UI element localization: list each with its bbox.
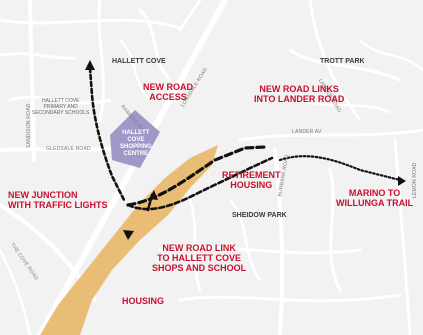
road-gledsdale: GLEDSALE ROAD [46,146,91,152]
shopping-centre-area [110,110,160,168]
arrow-trail-east [398,176,406,186]
arrow-retirement-up [149,190,158,200]
route-lines [88,66,402,212]
annotation-line: NEW ROAD LINKS [259,84,339,94]
shopping-centre-line: HALLETT [122,130,150,136]
annotation-retirement-housing: RETIREMENT HOUSING [222,170,281,190]
annotation-new-road-links: NEW ROAD LINKS INTO LANDER ROAD [254,84,344,104]
shopping-centre-label: HALLETT COVE SHOPPING CENTRE [120,130,152,158]
place-hallett-cove: HALLETT COVE [112,58,166,65]
annotation-line: SHOPS AND SCHOOL [152,263,247,273]
annotation-line: HOUSING [230,180,273,190]
annotation-line: MARINO TO [348,188,401,198]
annotation-line: INTO LANDER ROAD [254,94,345,104]
annotation-new-road-link-shops: NEW ROAD LINK TO HALLETT COVE SHOPS AND … [152,243,246,273]
housing-development-zone [40,145,218,335]
annotation-line: NEW ROAD LINK [162,243,236,253]
place-sheidow-park: SHEIDOW PARK [232,212,287,219]
arrow-north [85,60,95,70]
shopping-centre-line: SHOPPING [120,144,152,150]
marino-willunga-trail [278,155,402,182]
schools-label: HALLETT COVE PRIMARY AND SECONDARY SCHOO… [32,98,89,116]
schools-line: PRIMARY AND [43,104,78,110]
annotation-line: TO HALLETT COVE [157,253,242,263]
annotation-housing: HOUSING [122,296,165,306]
annotation-marino-willunga-trail: MARINO TO WILLUNGA TRAIL [336,188,413,208]
lander-road-link-route [126,145,267,207]
arrowheads [85,60,406,240]
shopping-centre-line: CENTRE [123,151,149,157]
place-trott-park: TROTT PARK [320,58,365,65]
annotation-new-road-access: NEW ROAD ACCESS [143,82,193,102]
annotation-line: NEW JUNCTION [8,190,78,200]
annotation-line: NEW ROAD [143,82,193,92]
annotation-new-junction: NEW JUNCTION WITH TRAFFIC LIGHTS [8,190,107,210]
annotation-line: ACCESS [149,92,187,102]
schools-line: HALLETT COVE [41,98,80,104]
annotation-line: WITH TRAFFIC LIGHTS [8,200,108,210]
annotation-line: WILLUNGA TRAIL [336,198,414,208]
new-road-access-route [88,66,126,202]
shopping-centre-line: COVE [127,137,145,143]
road-lander-av: LANDER AV [292,129,322,135]
annotation-line: RETIREMENT [222,170,281,180]
arrow-junction-down [123,230,134,240]
schools-line: SECONDARY SCHOOLS [32,110,90,116]
